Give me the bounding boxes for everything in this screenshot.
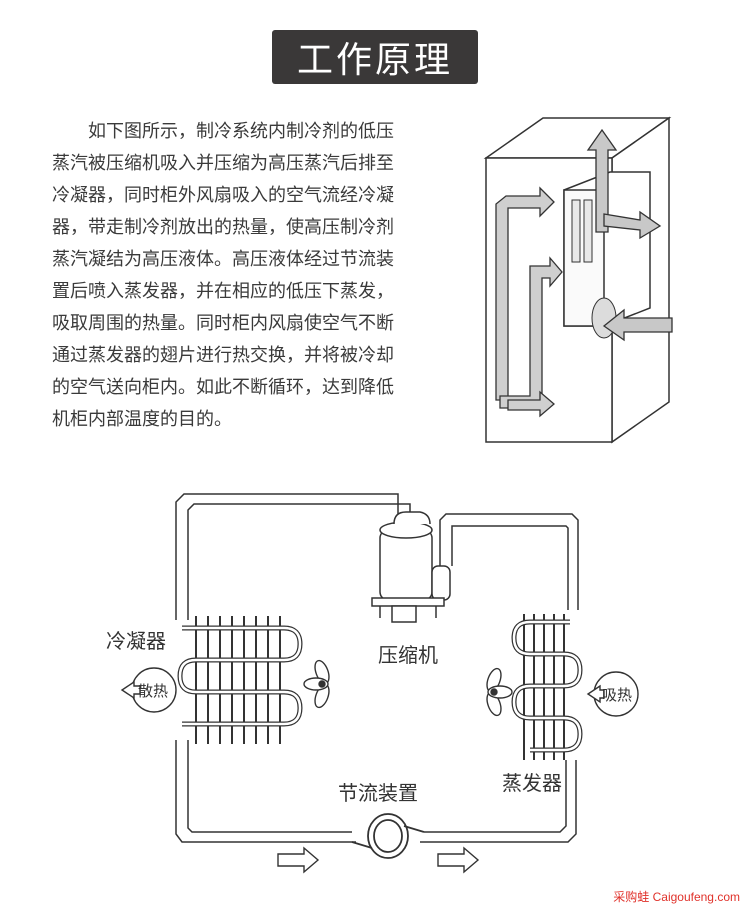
left-fan-icon <box>303 659 330 709</box>
description-line: 蒸汽被压缩机吸入并压缩为高压蒸汽后排至 <box>52 153 394 174</box>
external-airflow-arrows <box>586 128 673 342</box>
description-paragraph: 如下图所示，制冷系统内制冷剂的低压 蒸汽被压缩机吸入并压缩为高压蒸汽后排至 冷凝… <box>52 116 432 436</box>
pipe-top-left <box>175 493 399 620</box>
heat-release-label: 散热 <box>138 682 168 700</box>
description-line: 如下图所示，制冷系统内制冷剂的低压 <box>88 121 394 142</box>
description-line: 置后喷入蒸发器，并在相应的低压下蒸发， <box>52 281 394 302</box>
pipe-bottom-right <box>420 760 577 843</box>
heat-absorb-badge <box>586 671 639 717</box>
arrow-right-icon <box>277 846 320 874</box>
internal-airflow-arrows <box>495 186 563 418</box>
description-line: 机柜内部温度的目的。 <box>52 409 232 430</box>
throttle-label: 节流装置 <box>338 781 418 805</box>
evaporator-coil <box>511 614 583 760</box>
pipe-bottom-left <box>175 740 356 843</box>
watermark: 采购蛙 Caigoufeng.com <box>613 890 740 904</box>
throttle-coil <box>351 813 425 859</box>
arrow-left-icon <box>120 680 141 700</box>
heat-absorb-label: 吸热 <box>602 686 632 704</box>
page-title: 工作原理 <box>296 40 453 81</box>
arrow-right-icon <box>437 846 480 874</box>
description-line: 冷凝器，同时柜外风扇吸入的空气流经冷凝 <box>52 185 394 206</box>
condenser-label: 冷凝器 <box>106 629 166 653</box>
arrow-left-icon <box>586 684 605 704</box>
description-line: 器，带走制冷剂放出的热量，使高压制冷剂 <box>52 217 394 238</box>
description-line: 的空气送向柜内。如此不断循环，达到降低 <box>52 377 394 398</box>
condenser-coil <box>177 616 303 744</box>
description-line: 蒸汽凝结为高压液体。高压液体经过节流装 <box>52 249 394 270</box>
flow-arrows <box>277 846 480 874</box>
refrigerant-pipes <box>175 493 579 843</box>
pipe-top-right <box>439 513 579 610</box>
description-line: 吸取周围的热量。同时柜内风扇使空气不断 <box>52 313 394 334</box>
title-banner: 工作原理 <box>272 30 478 84</box>
right-fan-icon <box>486 667 513 717</box>
compressor-label: 压缩机 <box>378 643 438 667</box>
description-line: 通过蒸发器的翅片进行热交换，并将被冷却 <box>52 345 394 366</box>
evaporator-label: 蒸发器 <box>502 771 562 795</box>
heat-release-badge <box>120 667 177 713</box>
compressor <box>371 511 451 623</box>
